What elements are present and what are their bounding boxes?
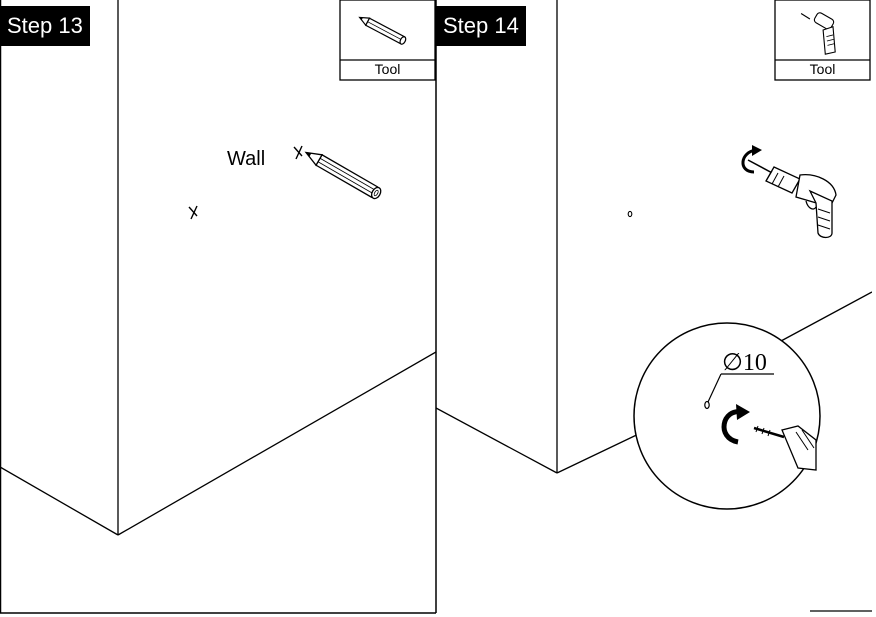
pencil-icon — [304, 151, 382, 200]
detail-magnifier — [633, 322, 821, 510]
tool-label: Tool — [374, 61, 401, 77]
hole-mark — [704, 400, 710, 410]
drill-icon — [747, 159, 837, 239]
step-13-illustration — [0, 0, 436, 536]
dimension-label: ∅10 — [722, 350, 767, 376]
floor-edge-left — [0, 466, 119, 536]
tool-label: Tool — [809, 61, 836, 77]
step-14-illustration — [436, 0, 872, 612]
floor-edge-left — [436, 407, 558, 474]
floor-edge-right — [117, 351, 436, 536]
rotation-arrow-icon — [741, 145, 762, 174]
x-mark — [188, 205, 198, 220]
tool-box — [339, 0, 436, 81]
wall-label: Wall — [227, 148, 266, 170]
hole-mark — [627, 210, 633, 218]
step-label: Step 14 — [436, 6, 526, 46]
step-14-panel: Step 14 Tool ∅10 — [436, 0, 872, 614]
drill-bit — [753, 425, 817, 471]
x-mark — [293, 145, 303, 160]
drill-icon — [800, 12, 836, 55]
step-label: Step 13 — [0, 6, 90, 46]
pencil-icon — [358, 16, 407, 45]
step-13-panel: Step 13 Tool Wall — [0, 0, 436, 614]
rotation-arrow-icon — [721, 404, 750, 445]
